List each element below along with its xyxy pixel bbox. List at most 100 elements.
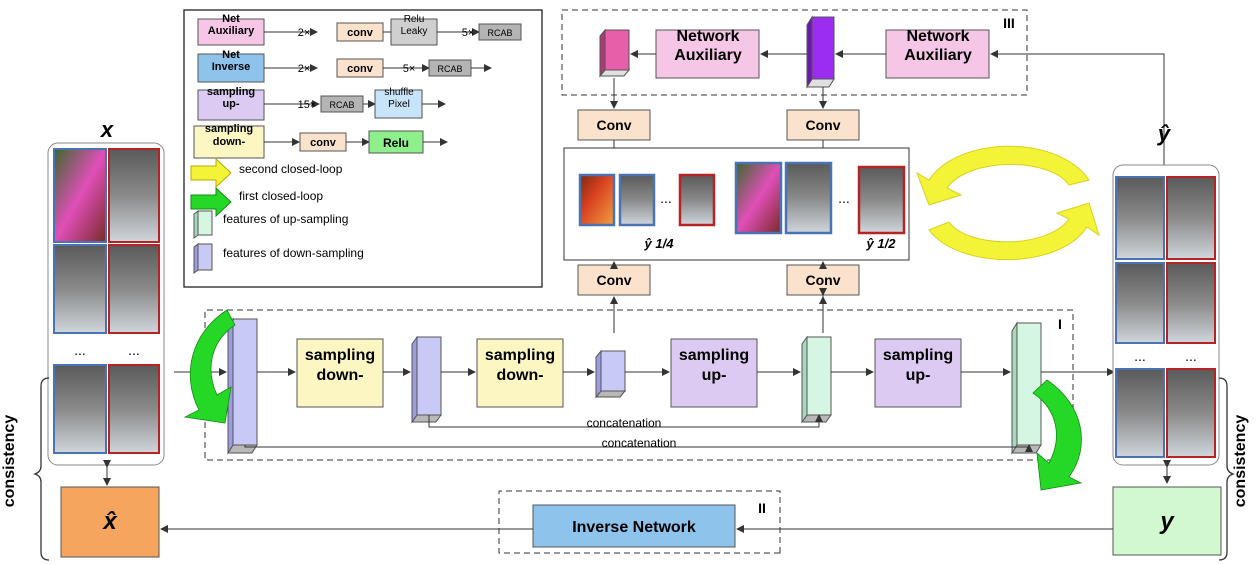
upsampling-block-1 xyxy=(670,338,758,408)
downsampling-block-1 xyxy=(296,338,384,408)
yellow-loop-arrow-top xyxy=(916,145,1090,206)
aux-network-1-line2: Network xyxy=(906,28,969,45)
legend-up-shuffle-1: Pixel xyxy=(388,99,410,110)
legend-down-label-1: down- xyxy=(213,136,246,148)
down1-line2: sampling xyxy=(305,347,375,364)
up-feature-block-mid xyxy=(801,335,832,424)
section-II-frame xyxy=(498,490,781,554)
legend-feat-up: features of up-sampling xyxy=(223,212,348,226)
conv-bottom-1-label: Conv xyxy=(806,272,841,288)
x-label: x xyxy=(100,117,114,142)
aux-network-2-line1: Auxiliary xyxy=(674,47,742,64)
magenta-feature-block xyxy=(598,28,631,78)
yhat-img-r2-red xyxy=(1166,262,1216,344)
green-loop-arrow-left xyxy=(1032,379,1083,491)
legend-inverse-label-2: Net xyxy=(222,49,240,61)
green-loop-arrow-right xyxy=(183,309,236,424)
section-I: I up- sampling up- sampling down- sampli… xyxy=(174,309,1115,491)
section-II: y II Inverse Network x̂ xyxy=(60,486,1222,558)
legend-feat-down-icon xyxy=(193,243,213,274)
quarter-image-blue-road xyxy=(618,173,656,227)
legend-aux-net-box xyxy=(197,18,265,46)
xhat-box-label: x̂ xyxy=(101,508,118,535)
up-feature-block-large xyxy=(1011,321,1042,455)
concat-short xyxy=(428,414,823,428)
aux-network-block-1 xyxy=(885,29,990,79)
aux-network-2-line2: Network xyxy=(676,28,739,45)
conv-bottom-2-label: Conv xyxy=(597,272,632,288)
half-image-blue-flower xyxy=(734,161,783,235)
consistency-right: consistency xyxy=(1232,415,1249,508)
legend-up-rcab-label: RCAB xyxy=(329,100,354,110)
legend-up-shuffle xyxy=(374,89,423,119)
legend-up-shuffle-2: shuffle xyxy=(384,87,414,98)
yhat-img-r1-red xyxy=(1166,368,1216,458)
legend-green-arrow-icon xyxy=(190,186,232,218)
legend-down-label-2: sampling xyxy=(205,123,253,135)
yhat-ellipsis-2: ... xyxy=(1134,348,1146,364)
legend-up-label-2: sampling xyxy=(207,86,255,98)
legend-aux-leaky-relu xyxy=(390,18,438,46)
section-III-label: III xyxy=(1003,15,1015,31)
quarter-image-red xyxy=(678,173,716,227)
yellow-loop-arrow-bottom xyxy=(928,202,1100,261)
conv-top-2-label: Conv xyxy=(597,117,632,133)
legend-inv-mult2: 5× xyxy=(403,63,416,75)
upsampling-block-2 xyxy=(874,338,962,408)
yhat-img-r2-blue xyxy=(1115,262,1165,344)
section-III-frame xyxy=(561,9,1028,96)
concat-long xyxy=(244,444,1033,452)
x-img-r1-red xyxy=(108,364,160,454)
section-II-label: II xyxy=(758,500,766,516)
arrow-yhat-to-aux1 xyxy=(990,50,1165,166)
x-ellipsis-2: ... xyxy=(74,342,86,358)
consistency-bracket-right xyxy=(1218,377,1236,561)
legend-aux-relu-2: Relu xyxy=(404,14,425,25)
yhat-img-r3-red xyxy=(1166,176,1216,260)
legend-aux-rcab xyxy=(478,23,522,41)
y-box xyxy=(1112,486,1222,556)
half-image-blue-road xyxy=(784,161,833,235)
y-box-label: y xyxy=(1159,508,1175,535)
down-feature-block-mid xyxy=(411,335,442,424)
legend-up-box xyxy=(197,89,265,121)
legend-aux-conv-label: conv xyxy=(347,27,374,39)
quarter-image-blue-orange xyxy=(578,173,616,227)
concat-label-inner: concatenation xyxy=(587,416,662,430)
conv-top-2 xyxy=(577,109,651,141)
downsampling-block-2 xyxy=(476,338,564,408)
legend-aux-net-label-2: Net xyxy=(222,13,240,25)
inverse-network-label: Inverse Network xyxy=(572,519,696,536)
section-I-label: I xyxy=(1058,316,1062,332)
inverse-network-block xyxy=(532,504,736,548)
concat-label-outer: concatenation xyxy=(602,436,677,450)
up1-line1: up- xyxy=(702,367,727,384)
x-img-r2-red xyxy=(108,244,160,334)
multiscale-group: Conv Conv ... ŷ 1/2 ... ŷ 1/4 Conv Conv xyxy=(563,78,910,333)
yhat-img-r1-blue xyxy=(1115,368,1165,458)
up1-line2: sampling xyxy=(679,347,749,364)
legend-aux-rcab-label: RCAB xyxy=(487,28,512,38)
down-feature-block-large xyxy=(227,317,258,455)
yhat-img-r3-blue xyxy=(1115,176,1165,260)
legend-inverse-net-box xyxy=(197,53,265,83)
aux-network-1-line1: Auxiliary xyxy=(904,47,972,64)
yhat-label: ŷ xyxy=(1157,121,1172,146)
down2-line2: sampling xyxy=(485,347,555,364)
consistency-bracket-left xyxy=(32,377,50,561)
aux-network-block-2 xyxy=(655,29,760,79)
down1-line1: down- xyxy=(316,367,363,384)
half-ellipsis: ... xyxy=(838,190,850,206)
xhat-box xyxy=(60,486,160,558)
legend-aux-relu-1: Leaky xyxy=(401,26,428,37)
yhat-image-column: ... ... ŷ consistency xyxy=(1112,121,1249,561)
legend-up-label-1: up- xyxy=(222,98,239,110)
conv-top-1-label: Conv xyxy=(806,117,841,133)
legend-first-loop: first closed-loop xyxy=(239,189,323,203)
legend: Auxiliary Net 2× conv Leaky Relu 5× RCAB… xyxy=(183,9,543,288)
x-img-r3-blue xyxy=(53,148,107,243)
legend-second-loop: second closed-loop xyxy=(239,162,343,176)
x-image-column: ... ... x consistency xyxy=(1,117,165,561)
second-closed-loop-arrows xyxy=(916,145,1100,261)
